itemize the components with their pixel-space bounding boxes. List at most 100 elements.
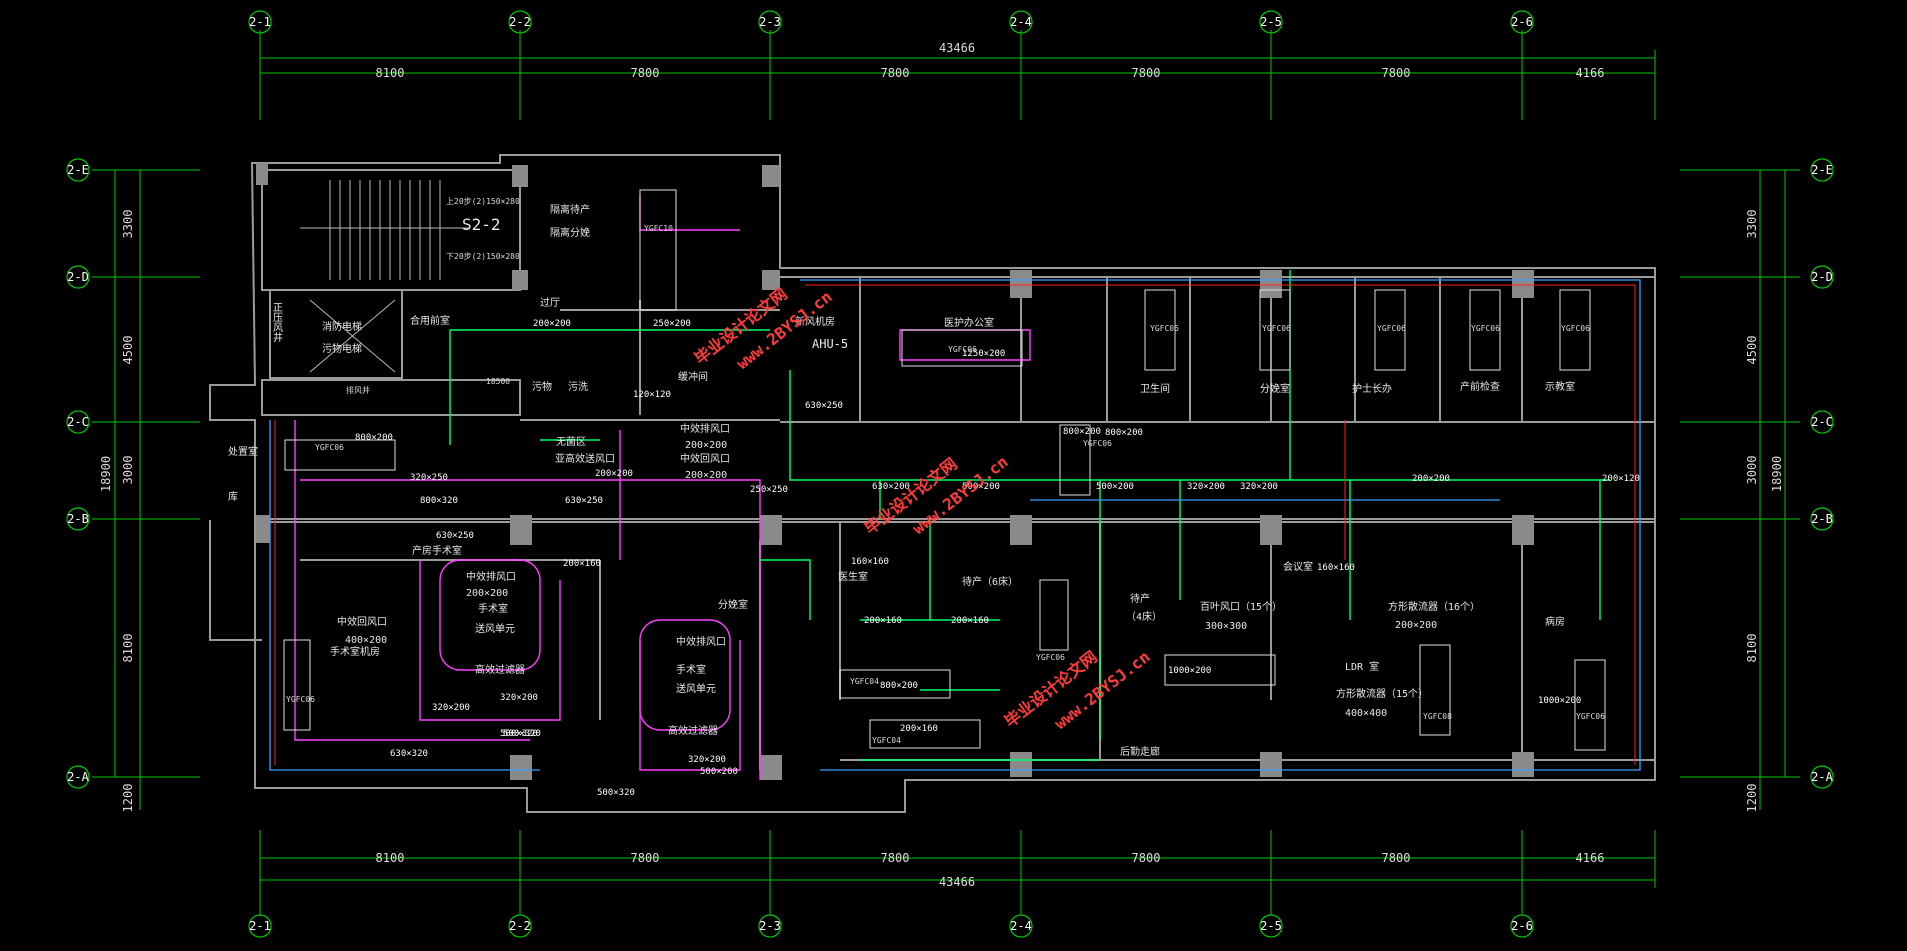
unit-tag: YGFC06	[286, 695, 315, 704]
duct-size: 320×200	[500, 693, 538, 703]
duct-size: 630×320	[390, 749, 428, 759]
return-ducts	[269, 279, 1641, 771]
room-label: 合用前室	[410, 314, 450, 327]
room-label: 卫生间	[1140, 382, 1170, 395]
room-label: 病房	[1545, 615, 1565, 628]
unit-tag: YGFC04	[872, 736, 901, 745]
note: 手术室	[478, 602, 508, 615]
grid-label-right: 2-A	[1811, 770, 1833, 784]
note: 中效回风口	[680, 452, 730, 465]
note: 200×200	[685, 440, 727, 451]
dim-bottom: 4166	[1576, 851, 1605, 865]
grid-label-top: 2-1	[249, 15, 271, 29]
grid-label-bottom: 2-4	[1010, 919, 1032, 933]
duct-size: 320×250	[410, 473, 448, 483]
room-label: 无菌区	[556, 436, 586, 448]
grid-label-right: 2-E	[1811, 163, 1833, 177]
note: 中效排风口	[676, 635, 726, 648]
room-label: 消防电梯	[322, 320, 362, 333]
room-label: 护士长办	[1352, 382, 1392, 395]
grid-label-top: 2-5	[1260, 15, 1282, 29]
columns	[256, 163, 1534, 780]
grid-label-left: 2-D	[67, 270, 89, 284]
room-label: 新风机房	[795, 315, 835, 328]
duct-size: 160×160	[1317, 563, 1355, 573]
duct-size: 200×120	[1602, 474, 1640, 484]
duct-size: 200×160	[951, 616, 989, 626]
duct-size: 320×200	[1187, 482, 1225, 492]
duct-labels: 200×200 250×200 1250×200 120×120 800×200…	[355, 319, 1640, 798]
grid-label-bottom: 2-5	[1260, 919, 1282, 933]
note: 200×200	[685, 470, 727, 481]
dim-bottom: 7800	[1132, 851, 1161, 865]
unit-tag: YGFC06	[1576, 712, 1605, 721]
unit-tag: YGFC06	[948, 345, 977, 354]
grid-label-top: 2-6	[1511, 15, 1533, 29]
duct-size: 800×200	[1063, 427, 1101, 437]
dim-bottom: 8100	[376, 851, 405, 865]
unit-tag: YGFC06	[1471, 324, 1500, 333]
duct-size: 160×160	[851, 557, 889, 567]
dim-right: 3300	[1745, 210, 1759, 239]
total-dimension-top: 43466	[939, 41, 975, 55]
room-label: 会议室	[1283, 560, 1313, 573]
duct-size: 800×200	[355, 433, 393, 443]
note: 400×200	[345, 635, 387, 646]
dim-left: 3300	[121, 210, 135, 239]
dim-bottom: 7800	[881, 851, 910, 865]
room-label: 库	[228, 490, 238, 503]
duct-size: 630×250	[565, 496, 603, 506]
dim-top: 7800	[1382, 66, 1411, 80]
grid-label-bottom: 2-2	[509, 919, 531, 933]
note: 200×200	[466, 588, 508, 599]
room-label: 分娩室	[1260, 382, 1290, 395]
grid-bubbles-top	[66, 10, 1834, 938]
duct-size: 630×250	[805, 401, 843, 411]
room-label: 医护办公室	[944, 316, 994, 329]
unit-tag: YGFC06	[1262, 324, 1291, 333]
dim-left: 3000	[121, 456, 135, 485]
duct-size: 500×200	[962, 482, 1000, 492]
note: 送风单元	[475, 622, 515, 635]
room-label: 污洗	[568, 381, 588, 393]
note: 200×200	[1395, 620, 1437, 631]
note: 手术室	[676, 663, 706, 676]
duct-size: 1000×200	[1168, 666, 1211, 676]
dim-right: 4500	[1745, 336, 1759, 365]
dim-top: 4166	[1576, 66, 1605, 80]
grid-labels: 2-1 2-2 2-3 2-4 2-5 2-6 2-1 2-2 2-3 2-4 …	[67, 15, 1833, 933]
unit-tag: YGFC06	[1377, 324, 1406, 333]
grid-axes-vertical	[259, 30, 1523, 915]
duct-size: 1000×200	[1538, 696, 1581, 706]
note: 高效过滤器	[668, 724, 718, 737]
duct-size: 250×200	[653, 319, 691, 329]
grid-label-right: 2-D	[1811, 270, 1833, 284]
room-label: 产前检查	[1460, 380, 1500, 393]
unit-tag: YGFC10	[644, 224, 673, 233]
total-dim-left: 18900	[99, 456, 113, 492]
dim-top: 7800	[1132, 66, 1161, 80]
note: 中效回风口	[337, 615, 387, 628]
room-labels: 隔离待产 隔离分娩 过厅 消防电梯 污物电梯 合用前室 污物 污洗 缓冲间 新风…	[228, 203, 1575, 758]
duct-size: 320×200	[1240, 482, 1278, 492]
dim-right: 8100	[1745, 634, 1759, 663]
note: 方形散流器（15个）	[1336, 687, 1428, 700]
room-label: 手术室机房	[330, 645, 380, 658]
duct-size: 320×200	[432, 703, 470, 713]
duct-size: 200×160	[563, 559, 601, 569]
room-label: 污物电梯	[322, 342, 362, 355]
note: 排风井	[346, 385, 370, 395]
room-label: 分娩室	[718, 598, 748, 611]
room-label: 待产	[1130, 592, 1150, 605]
duct-size: 500×200	[1096, 482, 1134, 492]
elevator-x	[309, 299, 396, 373]
note: 下20步(2)150×280	[446, 252, 520, 261]
room-label: 后勤走廊	[1120, 745, 1160, 758]
grid-label-left: 2-B	[67, 512, 89, 526]
note: 送风单元	[676, 682, 716, 695]
dim-top: 7800	[881, 66, 910, 80]
duct-size: 800×320	[420, 496, 458, 506]
room-label: （4床）	[1126, 610, 1162, 623]
duct-size: 1250×200	[962, 349, 1005, 359]
note: 18500	[486, 377, 510, 386]
